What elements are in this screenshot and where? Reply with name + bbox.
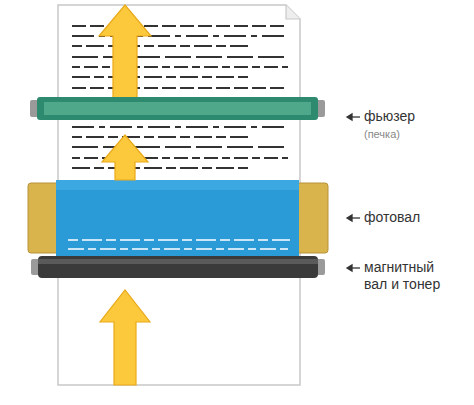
paper-fold: [286, 5, 300, 19]
printed-line: [72, 136, 250, 138]
printed-line: [72, 45, 250, 47]
leader-head: [347, 215, 352, 221]
paper-feed-arrow: [102, 135, 148, 180]
part-label: фотовал: [364, 209, 420, 226]
photo-drum: [56, 180, 299, 256]
drum-highlight: [56, 180, 299, 190]
drum-cap: [297, 183, 328, 253]
printed-line: [72, 66, 288, 68]
part-note: (печка): [364, 126, 400, 143]
drum-cap: [28, 183, 59, 253]
toner-line: [68, 239, 290, 241]
part-label: фьюзер: [364, 108, 415, 125]
toner-line: [68, 248, 290, 250]
paper-feed-arrow: [99, 5, 151, 108]
printed-line: [72, 56, 288, 58]
leader-head: [347, 265, 352, 271]
leader-head: [347, 114, 352, 120]
printed-line: [72, 126, 288, 128]
leader-arrows: [347, 114, 360, 271]
part-label: магнитный вал и тонер: [364, 259, 460, 293]
magnetic-roller: [38, 256, 318, 278]
printed-line: [72, 25, 288, 27]
paper-feed-arrow: [100, 290, 150, 385]
roller-highlight: [38, 259, 318, 264]
printed-line: [72, 76, 250, 78]
drum-toner-lines: [68, 240, 290, 249]
fuser-band: [44, 102, 311, 115]
printed-line: [72, 146, 288, 148]
printed-line: [72, 87, 288, 89]
fuser-roller: [37, 97, 318, 120]
printed-line: [72, 167, 250, 169]
